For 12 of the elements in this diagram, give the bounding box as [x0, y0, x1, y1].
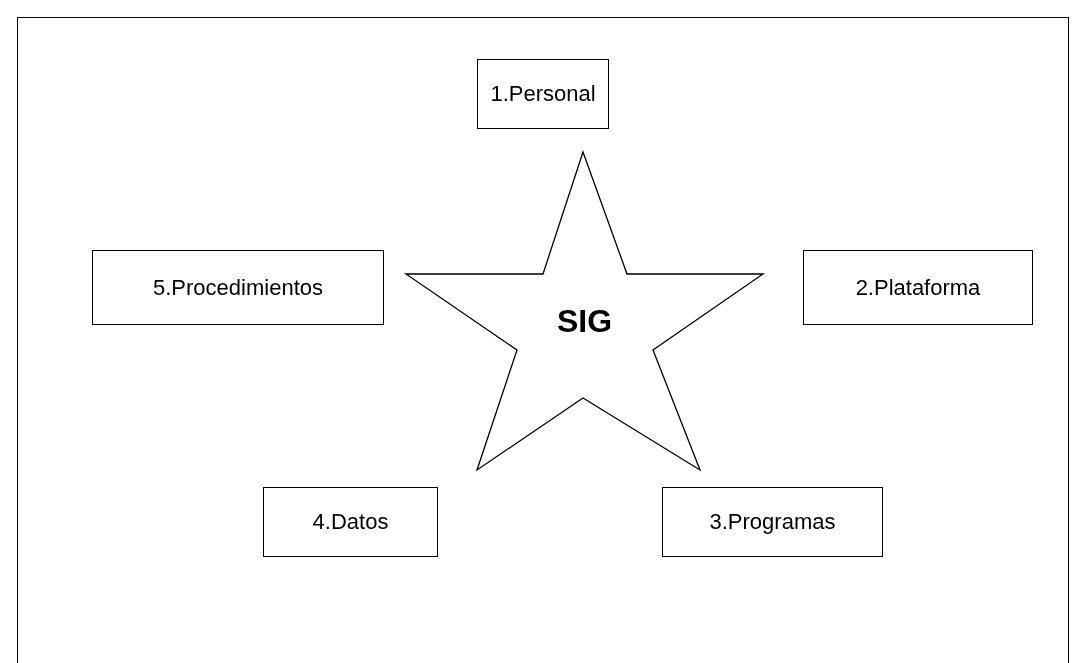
- component-label: 5.Procedimientos: [153, 274, 323, 301]
- component-box: [92, 250, 384, 325]
- component-box: [477, 59, 609, 129]
- center-title: SIG: [556, 302, 613, 340]
- component-box: [662, 487, 883, 557]
- component-box: [803, 250, 1033, 325]
- component-label: 3.Programas: [709, 509, 836, 535]
- component-box: [263, 487, 438, 557]
- component-label: 1.Personal: [490, 81, 596, 107]
- component-label: 4.Datos: [312, 509, 389, 535]
- component-label: 2.Plataforma: [855, 274, 981, 301]
- star-shape: [406, 152, 763, 470]
